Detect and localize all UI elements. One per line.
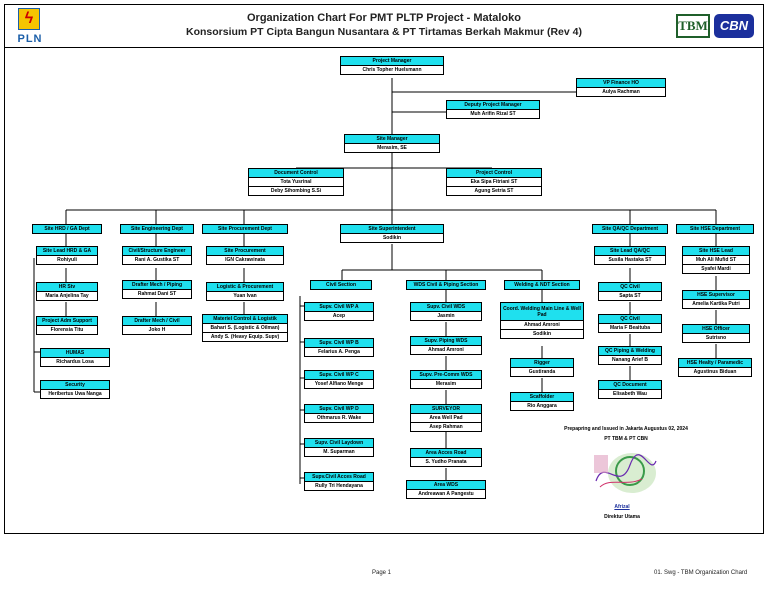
qc-piping-box: QC Piping & Welding Nanang Arief B <box>598 346 662 365</box>
supv-laydown-box: Supv. Civil Laydown M. Suparman <box>304 438 374 457</box>
supv-acces-road-box: Supv.Civil Acces Road Rully Tri Hendayan… <box>304 472 374 491</box>
drafter-mech-civil-box: Drafter Mech / Civil Joko H <box>122 316 192 335</box>
site-manager-box: Site Manager Merasim, SE <box>344 134 440 153</box>
procurement-dept-box: Site Procurement Dept <box>202 224 288 234</box>
rigger-box: Rigger Gustiranda <box>510 358 574 377</box>
civil-section-box: Civil Section <box>310 280 372 290</box>
hr-stv-box: HR Stv Maria Anjelina Tay <box>36 282 98 301</box>
tbm-cbn-logo: TBM CBN <box>676 14 754 38</box>
supv-precomm-box: Supv. Pre-Comm WDS Merasim <box>410 370 482 389</box>
document-control-box: Document Control Tota Yusrinal Deby Siho… <box>248 168 344 196</box>
chart-frame <box>4 4 764 534</box>
supv-wp-c-box: Supv. Civil WP C Yosef Alfiano Menge <box>304 370 374 389</box>
drafter-mech-piping-box: Drafter Mech / Piping Rahmat Dani ST <box>122 280 192 299</box>
supv-wp-a-box: Supv. Civil WP A Acep <box>304 302 374 321</box>
site-superintendent-box: Site Superintendent Sodikin <box>340 224 444 243</box>
wds-section-box: WDS Civil & Piping Section <box>406 280 486 290</box>
issue-note: Prepapring and Issued in Jakarta Augustu… <box>564 426 688 432</box>
pln-logo-text: PLN <box>17 33 43 45</box>
security-box: Security Heribertus Uwa Nanga <box>40 380 110 399</box>
deputy-pm-box: Deputy Project Manager Muh Arifin Rizal … <box>446 100 540 119</box>
cbn-logo: CBN <box>714 14 754 38</box>
coord-welding-box: Coord. Welding Main Line & Well Pad Ahma… <box>500 302 584 339</box>
issuer: PT TBM & PT CBN <box>604 436 648 442</box>
qa-lead-box: Site Lead QA/QC Susila Hastaka ST <box>594 246 666 265</box>
supv-wds-box: Supv. Civil WDS Jasmin <box>410 302 482 321</box>
supv-wp-b-box: Supv. Civil WP B Felarius A. Penga <box>304 338 374 357</box>
hrd-lead-box: Site Lead HRD & GA Rohiyuli <box>36 246 98 265</box>
qc-civil-box: QC Civil Sapta ST <box>598 282 662 301</box>
scaffolder-box: Scaffolder Rio Anggara <box>510 392 574 411</box>
document-code: 01. Swg - TBM Organization Chard <box>654 570 748 576</box>
materiel-control-box: Materiel Control & Logistik Bahari S. (L… <box>202 314 288 342</box>
logistic-procurement-box: Logistic & Procurement Yuan Ivan <box>206 282 284 301</box>
page-number: Page 1 <box>372 570 392 576</box>
header-divider <box>4 47 764 48</box>
pln-logo: ϟ PLN <box>10 8 50 46</box>
signer-role: Direktur Utama <box>604 514 640 520</box>
vp-finance-box: VP Finance HO Aulya Rachman <box>576 78 666 97</box>
hse-paramedic-box: HSE Healty / Paramedic Agustinus Biduan <box>678 358 752 377</box>
hse-officer-box: HSE Officer Sutrisno <box>682 324 750 343</box>
surveyor-box: SURVEYOR Area Well Pad Asep Rahman <box>410 404 482 432</box>
qc-civil-2-box: QC Civil Maria F Beaituba <box>598 314 662 333</box>
humas-box: HUMAS Richardus Losa <box>40 348 110 367</box>
welding-section-box: Welding & NDT Section <box>504 280 580 290</box>
page-subtitle: Konsorsium PT Cipta Bangun Nusantara & P… <box>186 26 582 38</box>
project-adm-box: Project Adm Support Florensia Titu <box>36 316 98 335</box>
signer-name: Afrizal <box>614 504 630 510</box>
hse-dept-box: Site HSE Department <box>676 224 754 234</box>
qc-document-box: QC Document Elisabeth Wau <box>598 380 662 399</box>
hrd-dept-box: Site HRD / GA Dept <box>32 224 102 234</box>
area-acces-road-box: Area Acces Road S. Yudho Pranata <box>410 448 482 467</box>
project-manager-box: Project Manager Chris Topher Huelsmann <box>340 56 444 75</box>
signature-stamp <box>594 453 657 493</box>
supv-wp-d-box: Supv. Civil WP D Othmarus R. Wake <box>304 404 374 423</box>
engineering-dept-box: Site Engineering Dept <box>120 224 194 234</box>
qa-dept-box: Site QA/QC Department <box>592 224 668 234</box>
area-wds-box: Area WDS Andreawan A Pangestu <box>406 480 486 499</box>
tbm-logo: TBM <box>676 14 710 38</box>
civil-engineer-box: Civil/Structure Engineer Rani A. Gustika… <box>122 246 192 265</box>
supv-piping-box: Supv. Piping WDS Ahmad Amroni <box>410 336 482 355</box>
project-control-box: Project Control Eka Sipa Fitriani ST Agu… <box>446 168 542 196</box>
hse-lead-box: Site HSE Lead Muh Ali Mufid ST Syafei Ma… <box>682 246 750 274</box>
hse-supervisor-box: HSE Supervisor Amelia Kartika Putri <box>682 290 750 309</box>
lightning-icon: ϟ <box>18 8 40 30</box>
page-title: Organization Chart For PMT PLTP Project … <box>246 12 521 24</box>
site-procurement-box: Site Procurement IGN Cakrawinata <box>206 246 284 265</box>
